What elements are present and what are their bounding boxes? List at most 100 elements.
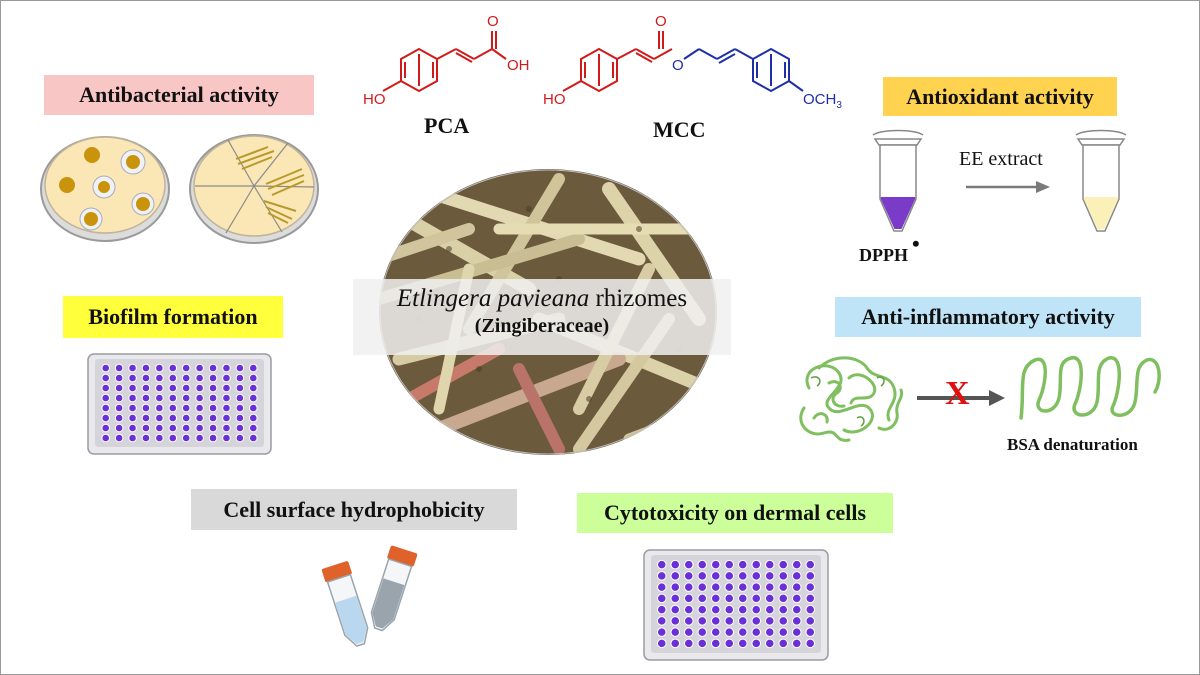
plate-well [697, 627, 708, 637]
plate-well [805, 604, 816, 615]
plate-well [656, 638, 667, 649]
plate-well [208, 393, 218, 403]
inhibition-mark: X [945, 375, 970, 412]
plate-well [141, 393, 151, 403]
plate-well [751, 571, 762, 581]
plate-well [114, 373, 124, 383]
plate-well [248, 413, 258, 423]
plate-well-area [651, 555, 821, 653]
plate-well [155, 393, 164, 403]
plate-well [764, 616, 775, 626]
plate-well [235, 423, 245, 433]
pca-structure-icon [382, 31, 507, 93]
plate-well [248, 373, 258, 383]
plate-well [751, 582, 762, 592]
plate-well [724, 638, 735, 649]
plate-well [208, 423, 218, 433]
plate-well [697, 616, 708, 626]
plate-well [114, 413, 124, 423]
plate-well [114, 393, 124, 403]
mcc-oh-left: HO [543, 91, 566, 108]
plate-well [195, 403, 204, 413]
plate-well [764, 593, 775, 604]
plate-well [778, 593, 789, 604]
plate-well [101, 403, 111, 413]
plate-well [751, 616, 762, 626]
plate-well [235, 393, 245, 403]
plate-well [101, 433, 111, 443]
plate-well [724, 593, 735, 604]
plate-well [248, 433, 258, 443]
plate-well [155, 423, 164, 433]
plate-well [683, 559, 694, 570]
plate-well [724, 559, 735, 570]
plate-well [114, 423, 124, 433]
plate-well [114, 383, 124, 393]
plate-well [724, 616, 735, 626]
plate-well [710, 571, 721, 581]
plant-family: (Zingiberaceae) [474, 315, 610, 337]
unfolded-protein-icon [1019, 356, 1161, 420]
plate-well [208, 373, 218, 383]
species-name: Etlingera pavieana [396, 285, 590, 312]
antioxidant-label: Antioxidant activity [883, 77, 1117, 116]
plate-well [724, 627, 735, 637]
plate-well [805, 582, 816, 592]
plate-well [222, 413, 231, 423]
plate-well [101, 373, 111, 383]
species-title: Etlingera pavieana rhizomes [353, 285, 731, 313]
pca-oh-right: OH [507, 57, 530, 74]
mcc-methoxy-text: OCH [803, 91, 837, 108]
plate-well [155, 383, 164, 393]
plate-well [683, 627, 694, 637]
plate-well [181, 403, 191, 413]
plate-well [791, 627, 802, 637]
plate-well [737, 604, 748, 615]
plate-well [114, 363, 124, 373]
dpph-label: DPPH• [859, 231, 920, 267]
plate-well [168, 433, 178, 443]
plate-well [101, 423, 111, 433]
bsa-denaturation-label: BSA denaturation [1007, 435, 1138, 454]
biofilm-96-well-plate-icon [87, 353, 272, 455]
plate-well [222, 373, 231, 383]
plate-well [208, 413, 218, 423]
plate-well [114, 403, 124, 413]
plate-well [737, 571, 748, 581]
biofilm-label-text: Biofilm formation [88, 304, 258, 329]
plate-well [656, 559, 667, 570]
plate-well [141, 403, 151, 413]
plate-well [168, 423, 178, 433]
plate-well [155, 373, 164, 383]
cytotoxicity-96-well-plate-icon [643, 549, 829, 661]
plate-well [751, 638, 762, 649]
plate-well [656, 616, 667, 626]
mcc-methoxy: OCH3 [803, 91, 842, 111]
plate-well [656, 582, 667, 592]
plate-well [141, 413, 151, 423]
plate-well [751, 604, 762, 615]
folded-protein-icon [799, 356, 904, 442]
plate-well [737, 559, 748, 570]
plate-well [805, 627, 816, 637]
plate-well [128, 383, 137, 393]
plate-well [710, 627, 721, 637]
dpph-text: DPPH [859, 245, 908, 265]
plate-well [791, 571, 802, 581]
plate-well [235, 413, 245, 423]
pca-o-carbonyl: O [487, 13, 499, 30]
plate-well [805, 571, 816, 581]
plate-well [248, 363, 258, 373]
plate-well [181, 423, 191, 433]
mcc-methoxy-subscript: 3 [836, 100, 842, 111]
plate-well [181, 433, 191, 443]
mcc-name: MCC [653, 117, 706, 142]
plate-well [737, 582, 748, 592]
species-title-box: Etlingera pavieana rhizomes (Zingiberace… [353, 279, 731, 355]
plate-well [208, 383, 218, 393]
plate-well [168, 363, 178, 373]
plate-well [141, 423, 151, 433]
antioxidant-label-text: Antioxidant activity [906, 83, 1094, 109]
antibacterial-label-text: Antibacterial activity [79, 82, 279, 107]
